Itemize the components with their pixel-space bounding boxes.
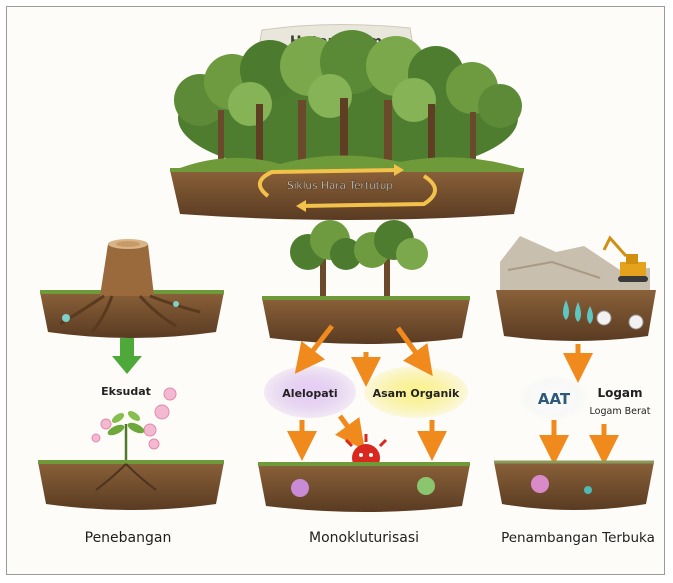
natural-forest-section: Hutan Alam — [170, 24, 524, 220]
label-alelopati: Alelopati — [282, 387, 337, 400]
caption-monokulturisasi: Monokluturisasi — [309, 530, 419, 546]
monoculture-trees — [290, 220, 428, 300]
monoculture-soil — [262, 298, 470, 344]
forest-soil — [170, 170, 524, 220]
lower-soil-2 — [258, 464, 470, 512]
panel-penambangan: AAT Logam Logam Berat Penambangan Terbuk… — [494, 236, 656, 546]
seedling — [106, 409, 146, 462]
label-logam-berat: Logam Berat — [590, 406, 651, 417]
lower-soil-3 — [494, 462, 654, 510]
green-arrow-shaft — [120, 338, 134, 358]
panel-penebangan: Eksudat Penebangan — [38, 239, 224, 546]
caption-penebangan: Penebangan — [85, 530, 172, 546]
label-asam-organik: Asam Organik — [373, 387, 460, 400]
forest-canopy — [174, 30, 522, 176]
label-logam: Logam — [597, 386, 642, 400]
cycle-label: Siklus Hara Tertutup — [287, 180, 393, 192]
tree-stump — [100, 244, 154, 296]
caption-penambangan: Penambangan Terbuka — [501, 530, 655, 546]
label-eksudat: Eksudat — [101, 385, 151, 398]
panel-monokulturisasi: Alelopati Asam Organik Monokluturisasi — [258, 220, 470, 546]
label-aat: AAT — [538, 390, 571, 408]
green-arrow-head — [112, 356, 142, 374]
